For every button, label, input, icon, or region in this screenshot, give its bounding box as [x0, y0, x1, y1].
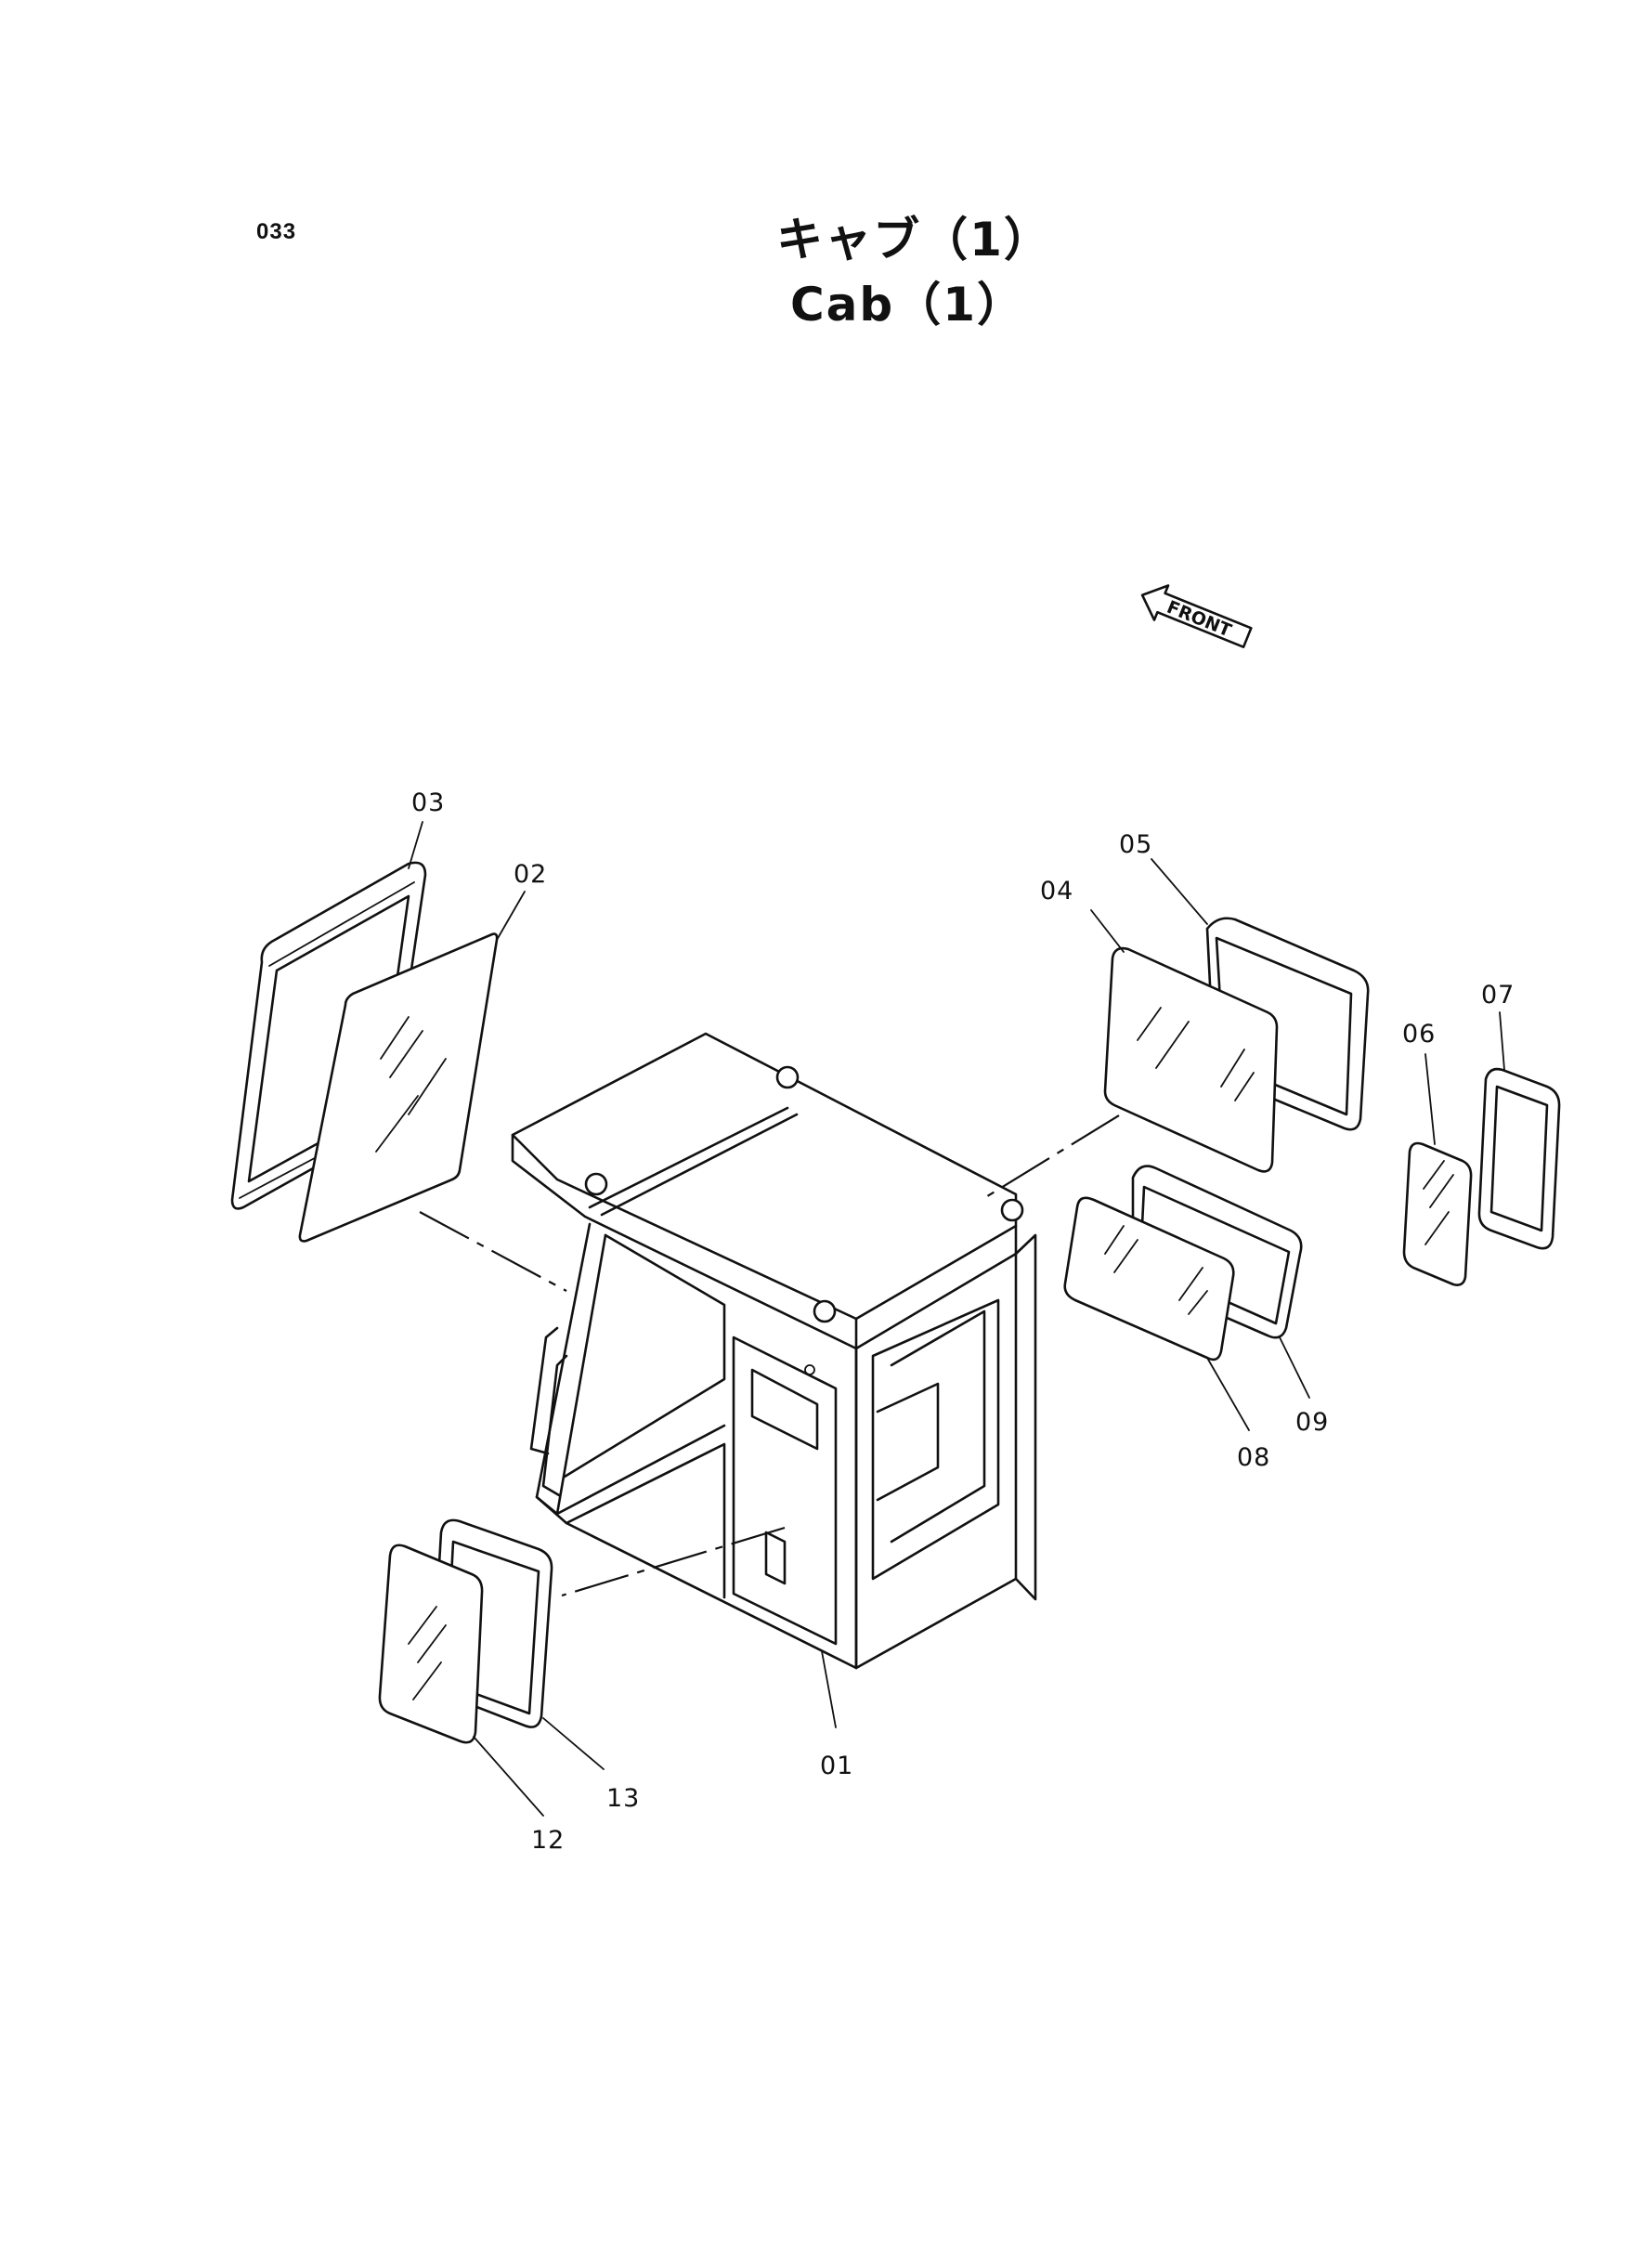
- leader-06: [1424, 1053, 1436, 1145]
- callout-03: 03: [411, 788, 445, 817]
- part-07-seal: [1477, 1067, 1561, 1250]
- assembly-line-12: [561, 1526, 786, 1597]
- leader-07: [1499, 1011, 1505, 1071]
- leader-01: [821, 1650, 837, 1728]
- leader-02: [496, 891, 526, 941]
- leader-09: [1279, 1336, 1310, 1399]
- leader-08: [1206, 1357, 1250, 1431]
- callout-13: 13: [606, 1784, 640, 1813]
- cab-body: [511, 1032, 1037, 1670]
- part-12-glass: [378, 1544, 484, 1744]
- leader-12: [473, 1736, 544, 1817]
- part-06-glass: [1402, 1141, 1473, 1286]
- leader-13: [542, 1717, 605, 1770]
- title-english: Cab（1）: [789, 278, 1025, 332]
- callout-01: 01: [820, 1752, 853, 1780]
- page-number: 033: [256, 219, 297, 244]
- part-04-glass: [1103, 946, 1279, 1173]
- title-japanese: キャブ（1）: [776, 213, 1052, 267]
- callout-05: 05: [1119, 830, 1152, 859]
- leader-05: [1151, 858, 1208, 925]
- callout-08: 08: [1237, 1443, 1270, 1472]
- callout-02: 02: [514, 860, 547, 889]
- leader-04: [1090, 909, 1125, 953]
- callout-06: 06: [1402, 1020, 1436, 1049]
- callout-12: 12: [531, 1826, 565, 1855]
- callout-04: 04: [1040, 877, 1073, 905]
- front-arrow-icon: FRONT: [1140, 584, 1253, 648]
- leader-03: [408, 821, 423, 869]
- part-08-glass: [1063, 1196, 1235, 1362]
- assembly-line-02: [419, 1211, 567, 1292]
- callout-09: 09: [1295, 1408, 1329, 1437]
- callout-07: 07: [1481, 981, 1515, 1010]
- part-02-glass: [298, 932, 499, 1243]
- front-label: FRONT: [1164, 597, 1234, 642]
